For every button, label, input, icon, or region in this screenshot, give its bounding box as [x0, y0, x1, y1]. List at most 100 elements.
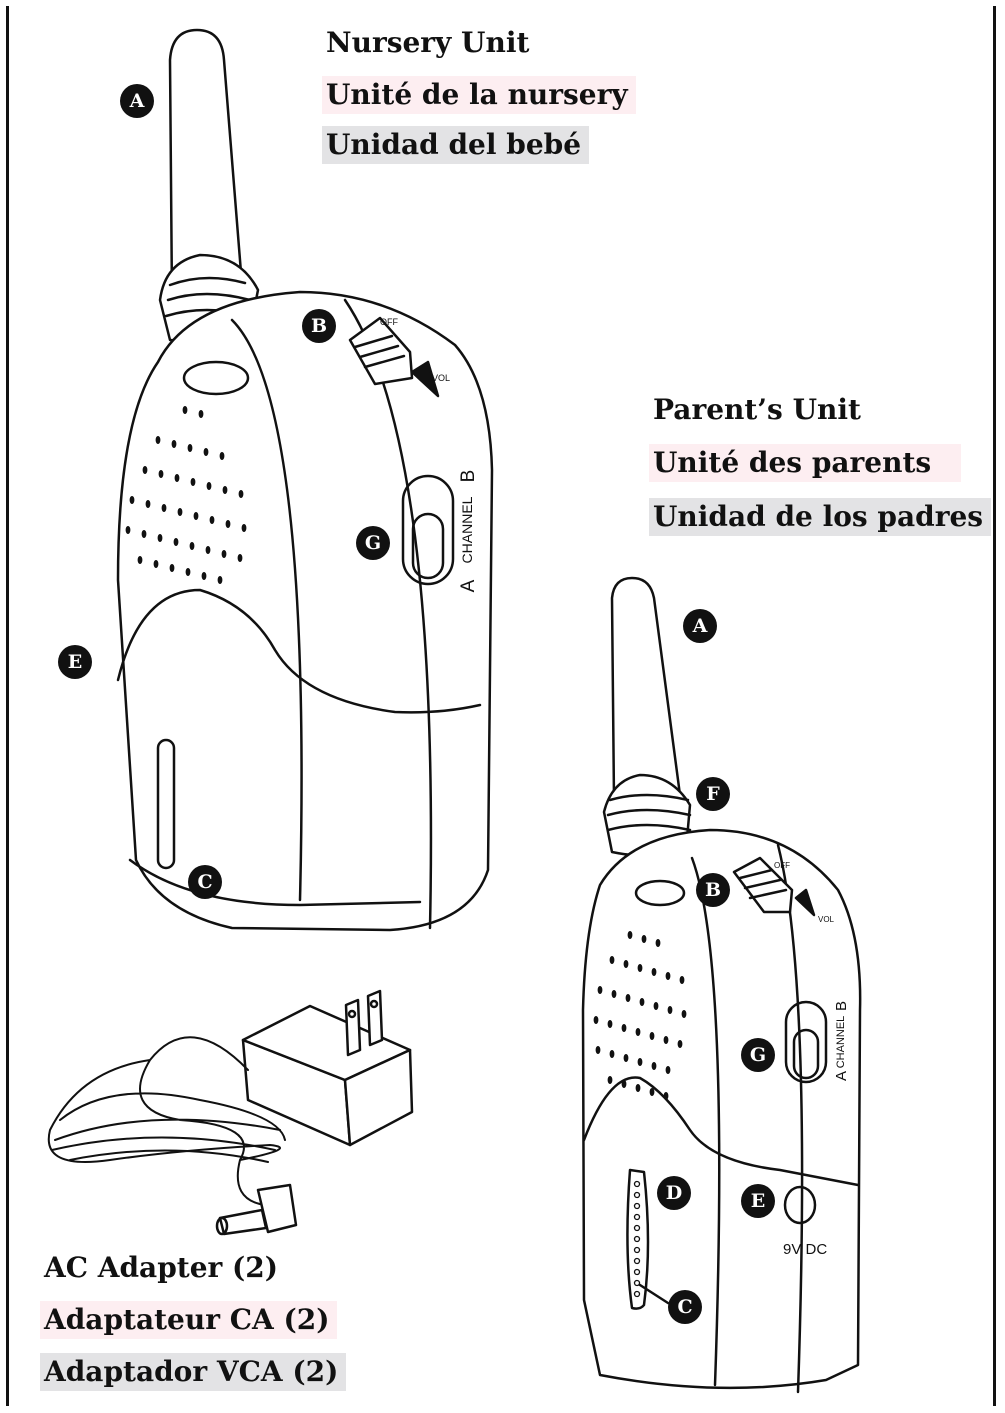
adapter-plug	[220, 1185, 296, 1234]
grille-hole	[610, 956, 615, 964]
grille-hole	[608, 1020, 613, 1028]
grille-hole	[652, 1062, 657, 1070]
grille-hole	[610, 1050, 615, 1058]
grille-hole	[190, 542, 195, 550]
grille-hole	[242, 524, 247, 532]
grille-hole	[174, 538, 179, 546]
grille-hole	[668, 1006, 673, 1014]
grille-hole	[622, 1024, 627, 1032]
grille-hole	[172, 440, 177, 448]
grille-hole	[650, 1088, 655, 1096]
grille-hole	[130, 496, 135, 504]
grille-hole	[640, 998, 645, 1006]
grille-hole	[636, 1084, 641, 1092]
parent-caption-fr: Unité des parents	[649, 444, 961, 482]
grille-hole	[143, 466, 148, 474]
callout-nursery-c: C	[188, 865, 222, 899]
callout-parent-f: F	[696, 777, 730, 811]
grille-hole	[682, 1010, 687, 1018]
parent-unit-drawing: OFF VOL CHANNEL A B 9V DC	[583, 578, 860, 1392]
nursery-vol-label: VOL	[432, 373, 450, 383]
grille-hole	[678, 1040, 683, 1048]
nursery-off-label: OFF	[380, 317, 398, 327]
grille-hole	[191, 478, 196, 486]
grille-hole	[210, 516, 215, 524]
grille-hole	[220, 452, 225, 460]
grille-hole	[628, 931, 633, 939]
grille-hole	[126, 526, 131, 534]
grille-hole	[138, 556, 143, 564]
adapter-prong-left	[346, 1000, 360, 1055]
parent-channel-a: A	[833, 1071, 850, 1081]
parent-channel-label: CHANNEL	[835, 1016, 847, 1069]
grille-hole	[178, 508, 183, 516]
grille-hole	[624, 1054, 629, 1062]
callout-nursery-b: B	[302, 309, 336, 343]
grille-hole	[666, 972, 671, 980]
grille-hole	[238, 554, 243, 562]
parent-body	[583, 830, 860, 1388]
grille-hole	[622, 1080, 627, 1088]
callout-parent-c: C	[668, 1290, 702, 1324]
grille-hole	[188, 444, 193, 452]
grille-hole	[636, 1028, 641, 1036]
parent-off-label: OFF	[774, 861, 790, 870]
grille-hole	[199, 410, 204, 418]
callout-nursery-g: G	[356, 526, 390, 560]
grille-hole	[594, 1016, 599, 1024]
grille-hole	[206, 546, 211, 554]
callout-parent-e: E	[741, 1184, 775, 1218]
grille-hole	[156, 436, 161, 444]
adapter-prong-right	[368, 991, 382, 1045]
grille-hole	[170, 564, 175, 572]
grille-hole	[239, 490, 244, 498]
callout-parent-b: B	[696, 873, 730, 907]
grille-hole	[638, 964, 643, 972]
grille-hole	[183, 406, 188, 414]
adapter-caption-es: Adaptador VCA (2)	[40, 1353, 346, 1391]
nursery-channel-b: B	[458, 470, 479, 483]
grille-hole	[175, 474, 180, 482]
grille-hole	[186, 568, 191, 576]
nursery-caption-fr: Unité de la nursery	[322, 76, 636, 114]
parent-caption-en: Parent’s Unit	[649, 391, 869, 429]
grille-hole	[194, 512, 199, 520]
grille-hole	[638, 1058, 643, 1066]
grille-hole	[652, 968, 657, 976]
grille-hole	[218, 576, 223, 584]
grille-hole	[654, 1002, 659, 1010]
callout-parent-g: G	[741, 1038, 775, 1072]
grille-hole	[612, 990, 617, 998]
grille-hole	[142, 530, 147, 538]
grille-hole	[656, 939, 661, 947]
callout-nursery-e: E	[58, 645, 92, 679]
nursery-caption-es: Unidad del bebé	[322, 126, 589, 164]
grille-hole	[146, 500, 151, 508]
callout-parent-a: A	[683, 609, 717, 643]
grille-hole	[666, 1066, 671, 1074]
nursery-channel-label: CHANNEL	[459, 496, 475, 563]
nursery-channel-a: A	[458, 579, 479, 592]
grille-hole	[626, 994, 631, 1002]
parent-antenna	[612, 578, 680, 800]
nursery-caption-en: Nursery Unit	[322, 24, 537, 62]
grille-hole	[608, 1076, 613, 1084]
grille-hole	[596, 1046, 601, 1054]
grille-hole	[664, 1092, 669, 1100]
parent-jack-label: 9V DC	[783, 1241, 827, 1258]
grille-hole	[650, 1032, 655, 1040]
grille-hole	[158, 534, 163, 542]
grille-hole	[226, 520, 231, 528]
parent-vol-label: VOL	[818, 915, 835, 924]
adapter-caption-fr: Adaptateur CA (2)	[40, 1301, 337, 1339]
adapter-caption-en: AC Adapter (2)	[40, 1249, 286, 1287]
grille-hole	[204, 448, 209, 456]
grille-hole	[159, 470, 164, 478]
grille-hole	[680, 976, 685, 984]
grille-hole	[154, 560, 159, 568]
parent-caption-es: Unidad de los padres	[649, 498, 991, 536]
ac-adapter-drawing	[49, 991, 412, 1234]
grille-hole	[223, 486, 228, 494]
